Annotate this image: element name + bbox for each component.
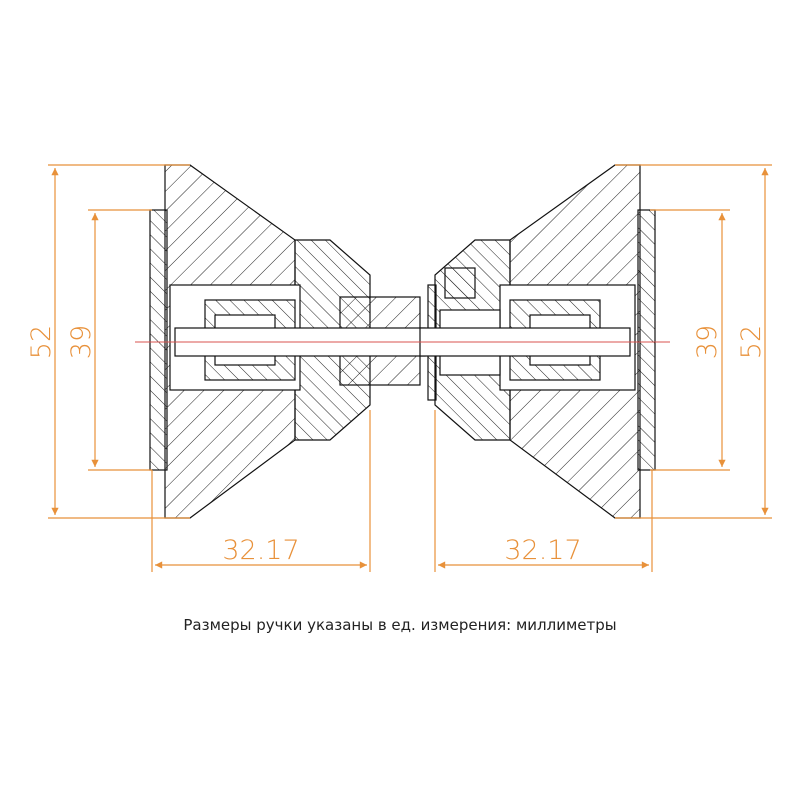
dim-inner-height-right: 39: [692, 325, 723, 359]
dimension-lines: [48, 164, 772, 572]
dim-outer-height-right: 52: [736, 325, 767, 359]
dim-depth-right: 32.17: [504, 535, 581, 566]
dim-inner-height-left: 39: [66, 325, 97, 359]
units-caption: Размеры ручки указаны в ед. измерения: м…: [183, 616, 617, 634]
dim-outer-height-left: 52: [26, 325, 57, 359]
dim-depth-left: 32.17: [222, 535, 299, 566]
